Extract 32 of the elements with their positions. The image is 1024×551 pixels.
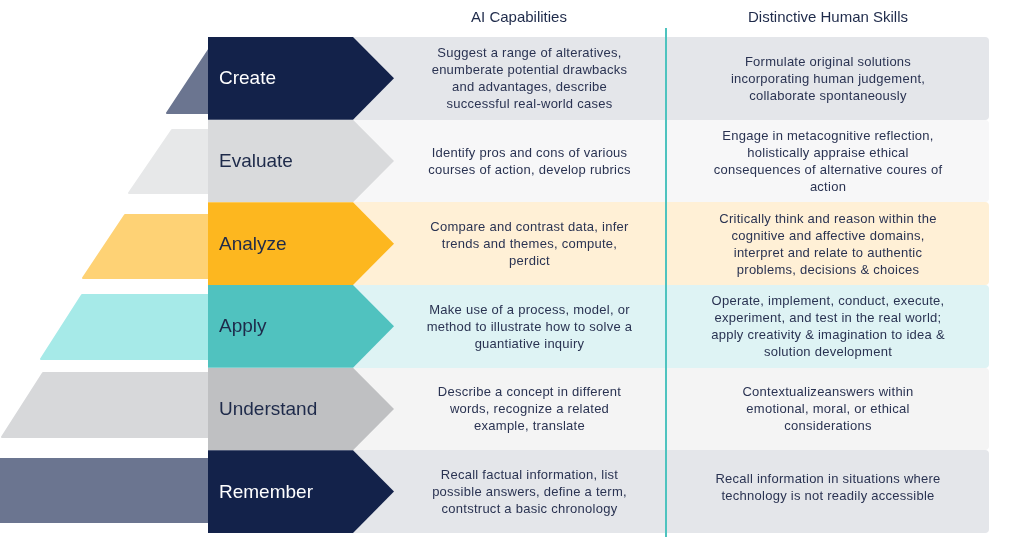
- level-name: Evaluate: [219, 149, 293, 173]
- level-name: Apply: [219, 314, 267, 339]
- capability-text: Recall factual information, list possible answers, define a term, contstruct a basic chronology: [431, 466, 628, 518]
- skill-panel: [667, 367, 989, 451]
- skill-panel: [667, 450, 989, 533]
- chevron-banner: [208, 37, 394, 120]
- capability-text: Identify pros and cons of various courses of action, develop rubrics: [427, 144, 632, 178]
- column-header: AI Capabilities: [471, 7, 567, 27]
- capability-panel: [353, 202, 665, 285]
- skill-panel: [667, 202, 989, 285]
- column-header: Distinctive Human Skills: [748, 7, 908, 27]
- chevron-banner: [208, 450, 394, 533]
- chevron-banner: [208, 202, 394, 285]
- skill-text: Recall information in situations where technology is not readily accessible: [714, 470, 942, 505]
- level-name: Analyze: [219, 231, 287, 256]
- capability-panel: [353, 450, 665, 533]
- skill-text: Engage in metacognitive reflection, holistically appraise ethical consequences of alternative coures of action: [712, 127, 944, 195]
- skill-text: Formulate original solutions incorporating human judgement, collaborate spontaneously: [729, 52, 927, 104]
- level-name: Remember: [219, 479, 313, 504]
- skill-panel: [667, 37, 989, 120]
- capability-text: Make use of a process, model, or method to illustrate how to solve a guantiative inquiry: [425, 300, 634, 352]
- skill-panel: [667, 119, 989, 203]
- capability-text: Describe a concept in different words, recognize a related example, translate: [436, 383, 623, 435]
- skill-text: Critically think and reason within the cognitive and affective domains, interpret and relate to authentic problems, decisions & choices: [718, 209, 938, 278]
- skill-text: Operate, implement, conduct, execute, experiment, and test in the real world; apply creativity & imagination to idea & solution development: [711, 292, 945, 361]
- capability-panel: [353, 37, 665, 120]
- skill-panel: [667, 284, 989, 368]
- level-name: Create: [219, 66, 277, 91]
- capability-text: Suggest a range of alteratives, enumberate potential drawbacks and advantages, describe successful real-world cases: [430, 44, 629, 113]
- capability-text: Compare and contrast data, infer trends and themes, compute, perdict: [429, 218, 630, 270]
- skill-text: Contextualizeanswers within emotional, moral, or ethical considerations: [741, 383, 915, 435]
- level-name: Understand: [219, 396, 318, 421]
